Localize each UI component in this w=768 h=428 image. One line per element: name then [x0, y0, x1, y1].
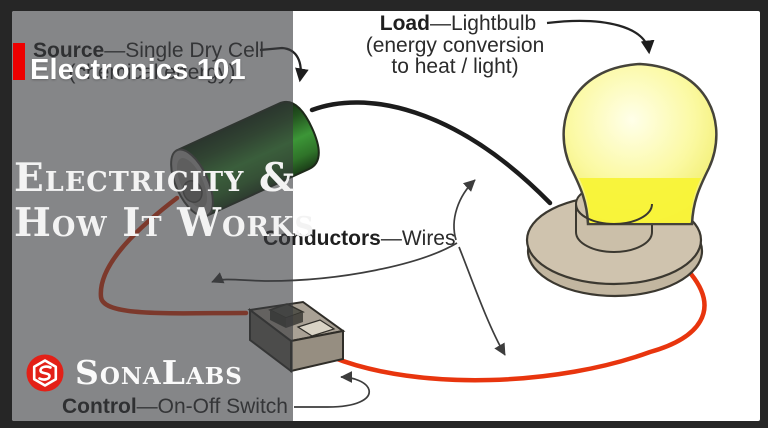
lightbulb: [562, 62, 718, 226]
logo: SonaLabs: [26, 353, 243, 392]
logo-text: SonaLabs: [75, 353, 243, 392]
conductors-arrow-up: [453, 179, 476, 241]
conductors-arrow-down: [458, 246, 506, 356]
red-wire-switch-to-bulb: [329, 271, 707, 383]
load-sublabel-2: to heat / light): [391, 55, 518, 78]
kicker-text: Electronics 101: [30, 54, 246, 86]
dark-overlay: [12, 11, 293, 421]
load-sublabel-1: (energy conversion: [366, 34, 545, 57]
title-line-1: Electricity &: [14, 155, 296, 201]
load-label: Load—Lightbulb: [380, 12, 536, 35]
red-accent-bar: [13, 43, 25, 80]
load-arrow: [546, 19, 655, 55]
title-line-2: How It Works: [14, 200, 315, 246]
sona-labs-logo-icon: [26, 354, 64, 391]
black-wire-battery-to-bulb: [309, 100, 553, 206]
diagram-area: Source—Single Dry Cell (chemical energy)…: [12, 11, 760, 421]
page-title: Electricity & How It Works: [14, 156, 315, 246]
control-arrow: [294, 371, 370, 408]
